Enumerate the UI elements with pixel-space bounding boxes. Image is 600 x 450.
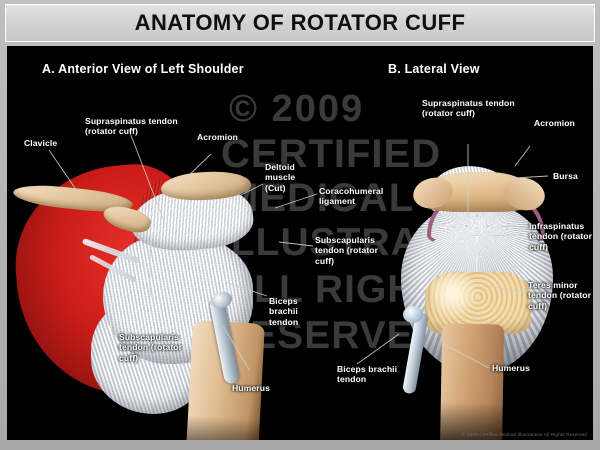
- label-biceps-brachii-tendon: Biceps brachii tendon: [269, 296, 299, 327]
- biceps-brachii-tendon-shape-b: [401, 311, 430, 395]
- label-supraspinatus-tendon: Supraspinatus tendon (rotator cuff): [85, 116, 178, 137]
- label-coracohumeral-ligament: Coracohumeral ligament: [319, 186, 384, 207]
- page-title: ANATOMY OF ROTATOR CUFF: [134, 10, 466, 35]
- label-clavicle: Clavicle: [24, 138, 58, 148]
- label-acromion-b: Acromion: [534, 118, 575, 128]
- label-humerus-b: Humerus: [492, 363, 530, 373]
- lateral-view-illustration: [375, 126, 575, 440]
- label-bursa: Bursa: [553, 171, 578, 181]
- label-teres-minor-tendon: Teres minor tendon (rotator cuff): [528, 280, 592, 311]
- humerus-shaft-shape-b: [439, 323, 505, 440]
- panel-heading-lateral: B. Lateral View: [388, 62, 480, 76]
- label-subscapularis-tendon-mid: Subscapularis tendon (rotator cuff): [315, 235, 379, 266]
- label-humerus: Humerus: [232, 383, 270, 393]
- anterior-view-illustration: [7, 126, 301, 440]
- watermark-line-1: © 2009: [229, 88, 365, 130]
- title-bar: ANATOMY OF ROTATOR CUFF: [5, 4, 595, 42]
- label-supraspinatus-tendon-b: Supraspinatus tendon (rotator cuff): [422, 98, 515, 119]
- biceps-tendon-cut-end-b: [403, 306, 423, 323]
- label-subscapularis-tendon: Subscapularis tendon (rotator cuff): [119, 332, 183, 363]
- label-deltoid-muscle: Deltoid muscle (Cut): [265, 162, 296, 193]
- label-acromion: Acromion: [197, 132, 238, 142]
- label-biceps-brachii-tendon-b: Biceps brachii tendon: [337, 364, 398, 385]
- illustration-canvas: © 2009 CERTIFIED MEDICAL ILLUSTRATIO ALL…: [7, 46, 593, 440]
- copyright-notice: © 2009 Certified Medical Illustrations A…: [462, 432, 587, 437]
- label-infraspinatus-tendon: Infraspinatus tendon (rotator cuff): [529, 221, 593, 252]
- panel-heading-anterior: A. Anterior View of Left Shoulder: [42, 62, 244, 76]
